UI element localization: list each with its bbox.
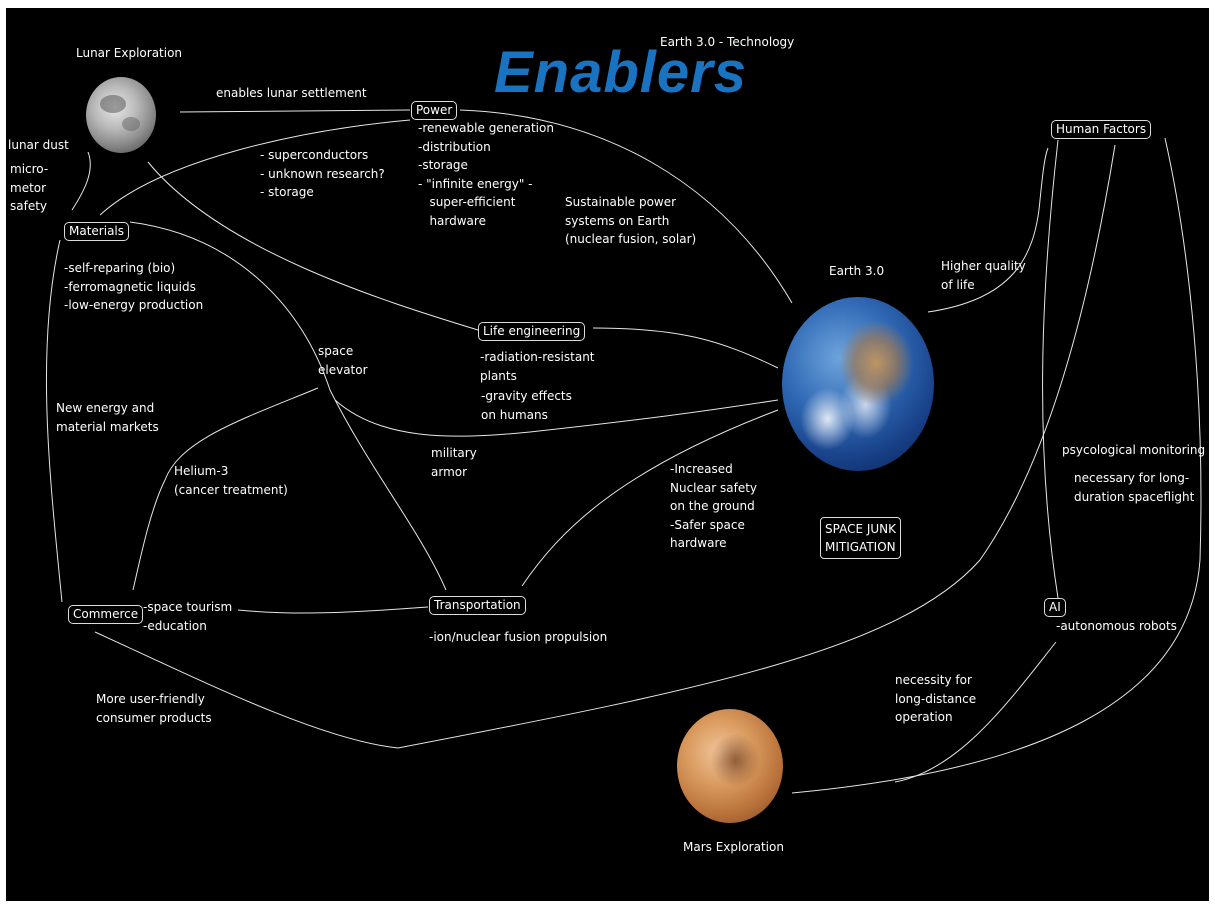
link-commerce-humanfactors xyxy=(94,144,1116,749)
node-ai[interactable]: AI xyxy=(1044,598,1066,617)
lunar-exploration-label: Lunar Exploration xyxy=(76,46,183,60)
link-materials-transport xyxy=(129,221,447,591)
link-ai-mars xyxy=(894,641,1057,783)
link-materials-commerce xyxy=(45,239,63,603)
node-transportation[interactable]: Transportation xyxy=(429,596,526,615)
link-commerce-transport xyxy=(237,606,429,614)
node-power[interactable]: Power xyxy=(411,101,458,120)
note-autonomous-robots: -autonomous robots xyxy=(1056,619,1177,633)
note-space-elevator: space elevator xyxy=(318,344,368,377)
node-commerce[interactable]: Commerce xyxy=(68,605,144,624)
mars-exploration-label: Mars Exploration xyxy=(683,840,784,854)
link-earth-humanfactors xyxy=(927,147,1049,313)
note-commerce-list: -space tourism -education xyxy=(143,600,233,633)
link-transport-earth xyxy=(521,409,779,587)
note-life-list: -radiation-resistant plants xyxy=(480,350,595,383)
note-helium-3: Helium-3 (cancer treatment) xyxy=(174,464,288,497)
earth-label: Earth 3.0 xyxy=(829,264,885,278)
note-long-duration-spaceflight: necessary for long- duration spaceflight xyxy=(1074,471,1195,504)
page-title: Enablers xyxy=(494,40,747,105)
note-power-list: -renewable generation -distribution -sto… xyxy=(418,121,554,228)
note-long-distance-operation: necessity for long-distance operation xyxy=(895,673,977,724)
node-life-engineering[interactable]: Life engineering xyxy=(478,322,586,341)
mars-icon xyxy=(677,709,783,823)
node-materials[interactable]: Materials xyxy=(64,222,130,241)
note-lunar-settlement: enables lunar settlement xyxy=(216,86,367,100)
note-space-junk-mitigation: SPACE JUNK MITIGATION xyxy=(820,517,902,559)
note-military-armor: military armor xyxy=(431,446,477,479)
note-psychological-monitoring: psycological monitoring xyxy=(1062,443,1206,457)
note-sustainable-power: Sustainable power systems on Earth (nucl… xyxy=(565,195,697,246)
link-moon-materials xyxy=(71,151,91,211)
link-life-earth xyxy=(592,327,779,369)
earth-icon xyxy=(782,297,934,471)
note-superconductors: - superconductors - unknown research? - … xyxy=(260,148,385,199)
link-humanfactors-ai xyxy=(1042,139,1059,599)
link-elevator-commerce xyxy=(132,387,319,591)
page-subtitle: Earth 3.0 - Technology xyxy=(660,35,795,49)
note-micrometeor-safety: micro- metor safety xyxy=(10,162,49,213)
link-moon-power xyxy=(179,109,411,113)
note-materials-list: -self-reparing (bio) -ferromagnetic liqu… xyxy=(64,261,204,312)
node-human-factors[interactable]: Human Factors xyxy=(1051,120,1152,139)
moon-icon xyxy=(86,77,156,153)
note-lunar-dust: lunar dust xyxy=(8,138,69,152)
link-power-earth xyxy=(459,109,793,304)
note-propulsion: -ion/nuclear fusion propulsion xyxy=(429,630,608,644)
link-elevator-earth xyxy=(334,399,779,437)
link-humanfactors-mars xyxy=(791,137,1202,794)
note-new-energy-markets: New energy and material markets xyxy=(56,401,159,434)
link-power-materials xyxy=(99,119,411,216)
note-consumer-products: More user-friendly consumer products xyxy=(96,692,212,725)
link-moon-life xyxy=(147,161,479,331)
note-nuclear-safety: -Increased Nuclear safety on the ground … xyxy=(670,462,758,550)
note-gravity-effects: -gravity effects on humans xyxy=(481,389,572,422)
note-higher-quality-of-life: Higher quality of life xyxy=(941,259,1026,292)
